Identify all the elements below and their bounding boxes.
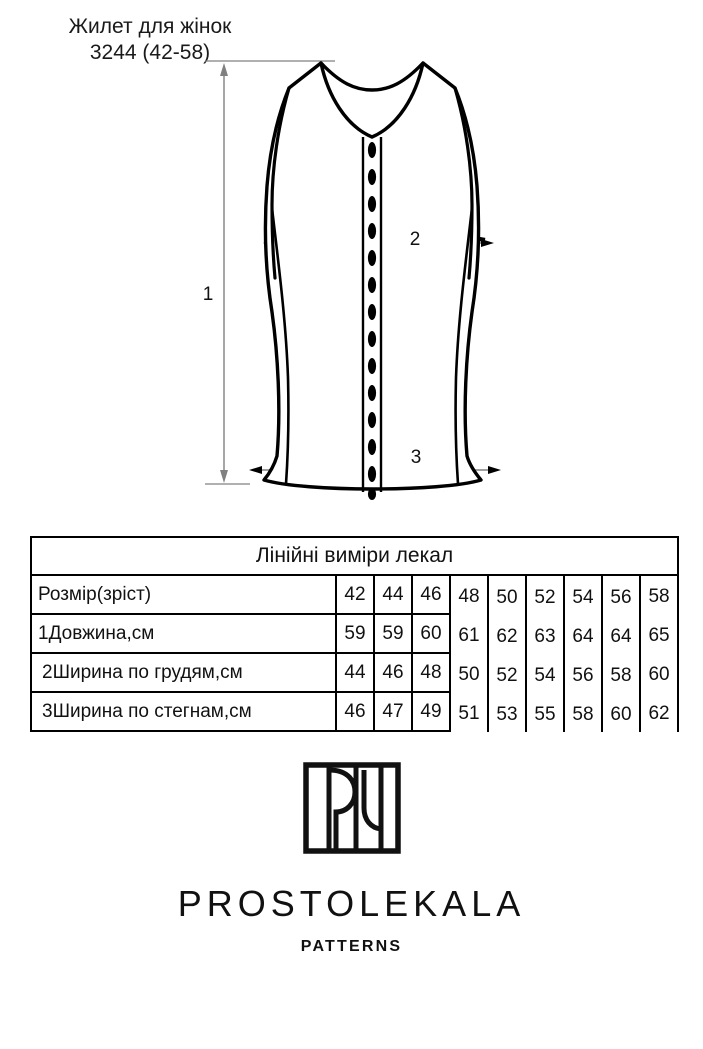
vest-technical-drawing: 1 2 3 <box>203 60 501 500</box>
table-cell: 56 <box>563 655 603 696</box>
table-cell: 58 <box>563 694 603 735</box>
table-cell: 49 <box>411 691 451 732</box>
vest-armhole-left <box>270 86 291 280</box>
table-cell: 54 <box>525 655 565 696</box>
row-label-length: 1Довжина,см <box>30 613 337 654</box>
page-title: Жилет для жінок 3244 (42-58) <box>0 14 300 67</box>
table-row: 2Ширина по грудям,см 44 46 48 50 52 54 5… <box>30 652 680 696</box>
vest-princess-seam-right <box>454 206 474 486</box>
table-cell: 47 <box>373 691 413 732</box>
table-cell: 58 <box>601 655 641 696</box>
dimension-label-chest: 2 <box>410 229 421 250</box>
brand-tagline: PATTERNS <box>300 938 403 955</box>
page-title-line-2: 3244 (42-58) <box>89 41 211 65</box>
table-cell: 60 <box>638 654 680 695</box>
table-cell: 48 <box>449 576 489 617</box>
table-title: Лінійні виміри лекал <box>29 536 680 576</box>
vest-neckline <box>319 61 425 139</box>
table-cell: 51 <box>449 693 489 734</box>
table-cell: 46 <box>411 574 451 615</box>
table-cell: 63 <box>525 616 565 657</box>
table-cell: 46 <box>373 652 413 693</box>
dimension-label-hip: 3 <box>411 447 422 468</box>
table-cell: 46 <box>335 691 375 732</box>
dimension-length-arrowhead-top <box>220 63 228 76</box>
table-cell: 44 <box>335 652 375 693</box>
table-cell: 44 <box>373 574 413 615</box>
dimension-label-length: 1 <box>203 284 214 305</box>
table-row: 1Довжина,см 59 59 60 61 62 63 64 64 65 <box>30 613 680 657</box>
table-cell: 65 <box>638 615 680 656</box>
row-label-hip-width: 3Ширина по стегнам,см <box>30 691 337 732</box>
vest-armhole-right <box>453 86 474 280</box>
row-label-chest-width: 2Ширина по грудям,см <box>30 652 337 693</box>
table-cell: 56 <box>601 577 641 618</box>
table-cell: 60 <box>601 694 641 735</box>
table-cell: 61 <box>449 615 489 656</box>
table-cell: 53 <box>487 694 527 735</box>
table-cell: 58 <box>638 576 680 617</box>
table-cell: 64 <box>601 616 641 657</box>
dimension-hip-arrowhead-right <box>488 466 501 474</box>
dimension-length-arrowhead-bottom <box>220 470 228 483</box>
dimension-hip-arrowhead-left <box>249 466 262 474</box>
vest-buttonholes <box>367 142 377 500</box>
linear-measurements-table: Лінійні виміри лекал Розмір(зріст) 42 44… <box>29 536 680 735</box>
row-label-size: Розмір(зріст) <box>30 574 337 615</box>
page-title-line-1: Жилет для жінок <box>68 15 232 38</box>
table-cell: 50 <box>449 654 489 695</box>
brand-block: PROSTOLEKALA PATTERNS <box>0 762 703 956</box>
dimension-extension-lines <box>205 60 335 485</box>
table-cell: 62 <box>487 616 527 657</box>
table-cell: 54 <box>563 577 603 618</box>
table-cell: 42 <box>335 574 375 615</box>
table-cell: 64 <box>563 616 603 657</box>
table-cell: 55 <box>525 694 565 735</box>
table-row: 3Ширина по стегнам,см 46 47 49 51 53 55 … <box>30 691 680 735</box>
table-cell: 48 <box>411 652 451 693</box>
table-cell: 60 <box>411 613 451 654</box>
table-row: Розмір(зріст) 42 44 46 48 50 52 54 56 58 <box>30 574 680 618</box>
vest-front-placket <box>361 137 383 492</box>
prostolekala-logo-icon <box>302 762 401 854</box>
table-cell: 50 <box>487 577 527 618</box>
table-cell: 59 <box>335 613 375 654</box>
brand-name: PROSTOLEKALA <box>177 883 526 924</box>
table-cell: 59 <box>373 613 413 654</box>
table-cell: 52 <box>525 577 565 618</box>
table-title-row: Лінійні виміри лекал <box>29 536 680 576</box>
vest-princess-seam-left <box>270 206 290 486</box>
table-cell: 52 <box>487 655 527 696</box>
table-cell: 62 <box>638 693 680 734</box>
